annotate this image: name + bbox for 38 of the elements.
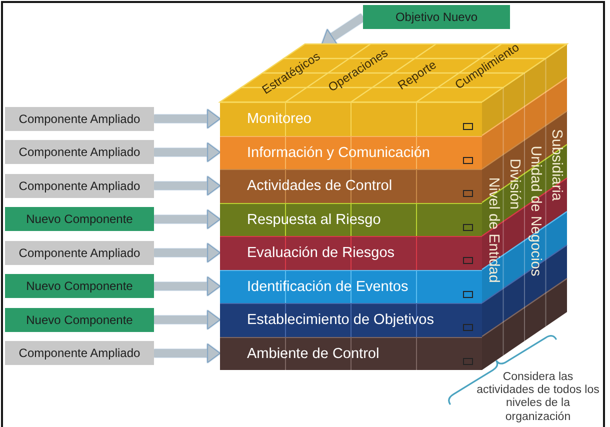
block-arrow	[154, 176, 220, 196]
block-arrow	[154, 310, 220, 330]
note-text: Considera las actividades de todos los niveles de la organización	[476, 371, 600, 424]
organization-level-label: Subsidiaria	[549, 129, 564, 201]
component-name: Evaluación de Riesgos	[247, 246, 395, 260]
component-label: Nuevo Componente	[5, 207, 154, 232]
block-arrow	[154, 276, 220, 296]
component-label: Nuevo Componente	[5, 274, 154, 298]
component-label: Componente Ampliado	[5, 174, 154, 198]
component-name: Monitoreo	[247, 112, 312, 126]
component-name: Establecimiento de Objetivos	[247, 313, 434, 328]
cube-layer	[220, 336, 482, 370]
component-label: Componente Ampliado	[5, 240, 154, 265]
cube-layer	[220, 136, 482, 169]
component-label: Nuevo Componente	[5, 308, 154, 332]
component-name: Respuesta al Riesgo	[247, 212, 381, 227]
block-arrow	[154, 344, 220, 363]
cube-layer	[220, 236, 482, 270]
block-arrow	[154, 243, 220, 262]
cube-layer	[220, 303, 482, 336]
component-name: Ambiente de Control	[247, 346, 380, 361]
cube-layer	[220, 169, 482, 202]
block-arrow	[154, 109, 220, 128]
objective-label: Objetivo Nuevo	[363, 5, 510, 29]
component-name: Información y Comunicación	[247, 146, 430, 160]
component-label: Componente Ampliado	[5, 106, 154, 131]
cube-layer	[220, 102, 482, 136]
block-arrow	[154, 142, 220, 162]
organization-level-label: Nivel de Entidad	[485, 177, 500, 283]
component-name: Identificación de Eventos	[247, 280, 408, 294]
organization-level-label: División	[506, 158, 522, 210]
organization-level-label: Unidad de Negocios	[528, 146, 542, 276]
component-label: Componente Ampliado	[5, 341, 154, 366]
component-label: Componente Ampliado	[5, 140, 154, 164]
component-name: Actividades de Control	[247, 179, 392, 194]
cube-layer	[220, 270, 482, 303]
block-arrow	[154, 210, 220, 229]
cube-layer	[220, 202, 482, 236]
